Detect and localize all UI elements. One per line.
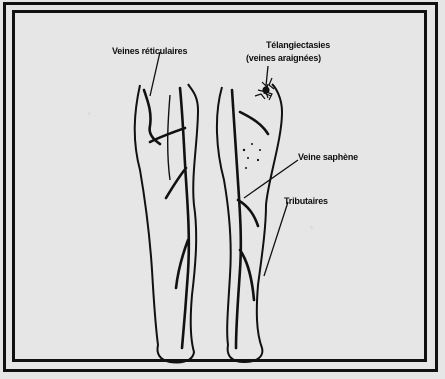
label-tributaires: Tributaires <box>284 196 328 206</box>
leader-lines <box>150 52 298 276</box>
label-telangiectasies-line2: (veines araignées) <box>246 53 321 63</box>
label-telangiectasies-line1: Télangiectasies <box>266 40 330 50</box>
skin-dots <box>243 143 261 169</box>
label-veines-reticulaires: Veines réticulaires <box>112 46 187 56</box>
label-veine-saphene: Veine saphène <box>298 152 358 162</box>
right-leg-veins <box>232 90 268 348</box>
leader-telangiectasies <box>266 66 268 86</box>
spider-veins-cluster <box>255 78 274 100</box>
leader-veines-reticulaires <box>150 52 160 96</box>
leader-tributaires <box>264 202 288 276</box>
left-leg-veins <box>144 88 189 348</box>
right-leg <box>217 84 282 362</box>
leader-veine-saphene <box>244 160 298 198</box>
